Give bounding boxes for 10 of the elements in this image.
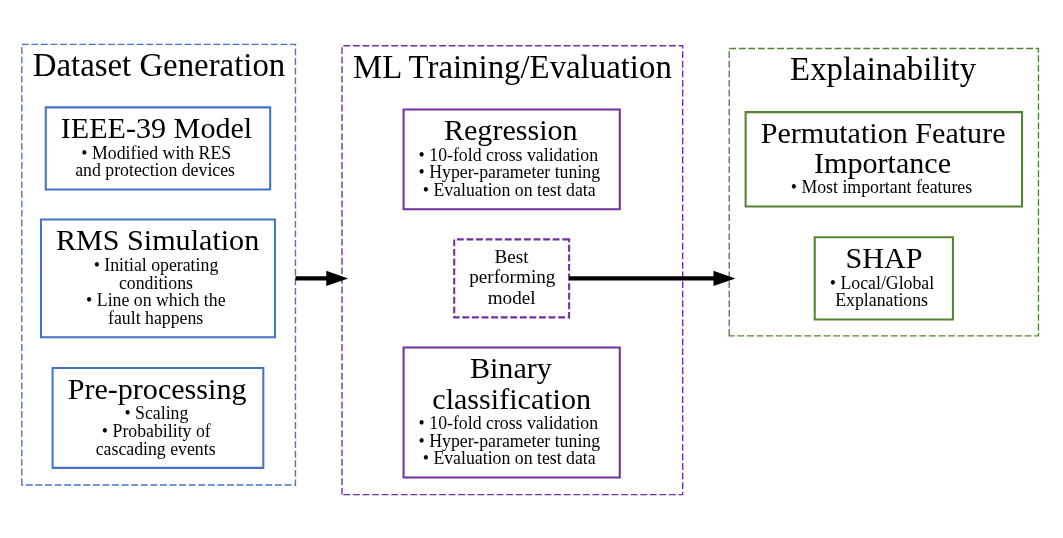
node-box: Regression • 10-fold cross validation • Hyper-parameter tuning • Evaluation on test data (402, 107, 621, 210)
node-box: Permutation Feature Importance • Most important features (744, 110, 1024, 208)
node-box: Best performing model (453, 237, 571, 318)
node-box: SHAP • Local/Global Explanations (813, 235, 954, 320)
node-box: Pre-processing • Scaling • Probability of cascading events (51, 366, 265, 469)
node-box: RMS Simulation • Initial operating conditions • Line on which the fault happens (39, 218, 276, 338)
node-box: Binary classification • 10-fold cross validation • Hyper-parameter tuning • Evaluation on test data (402, 345, 621, 478)
arrow (569, 270, 736, 286)
arrow (295, 270, 349, 286)
node-box: IEEE-39 Model • Modified with RES and protection devices (44, 105, 272, 190)
